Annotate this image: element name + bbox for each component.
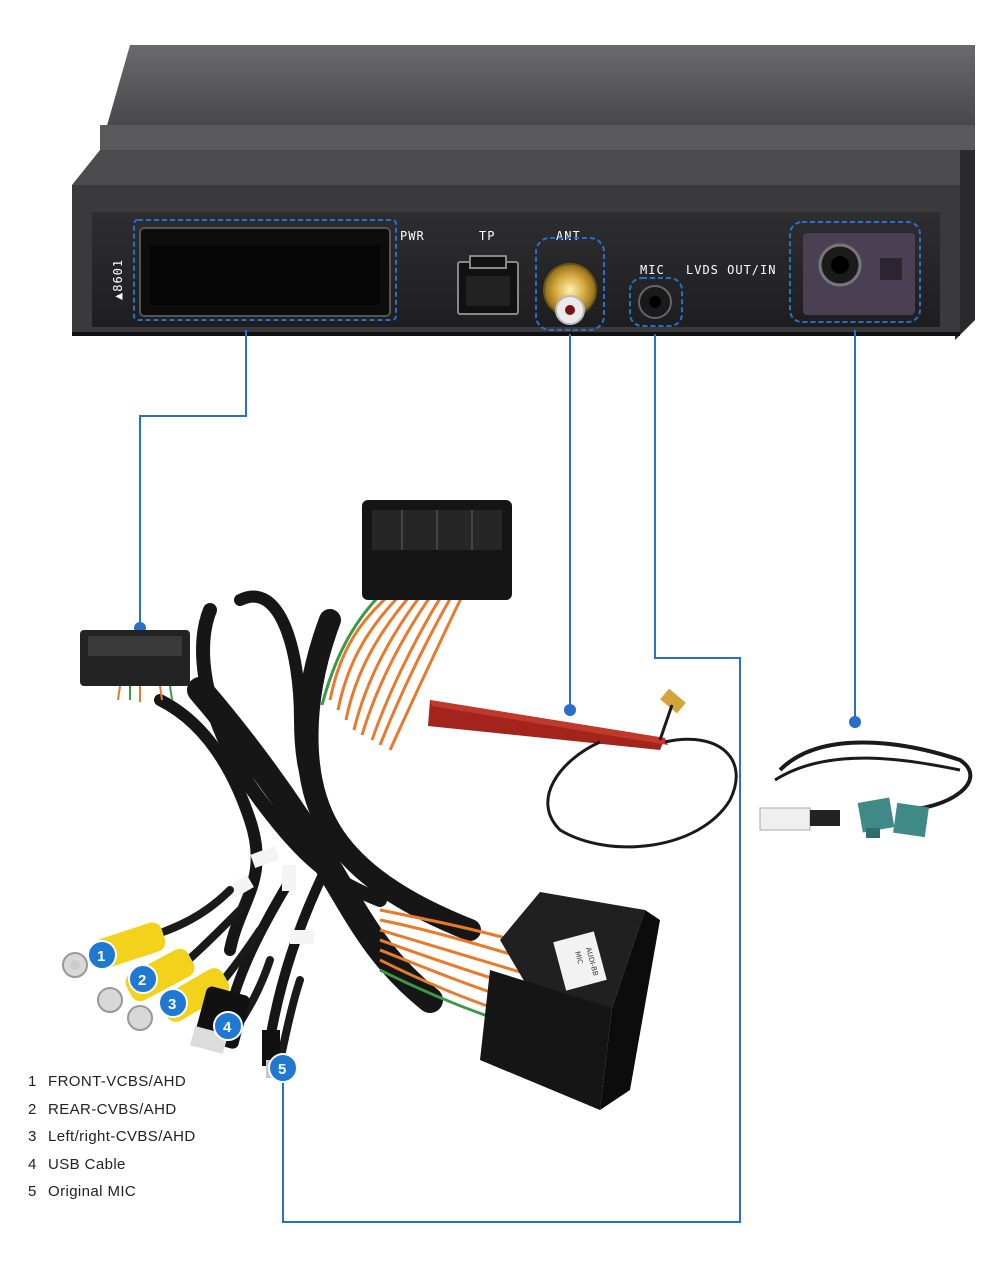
badge-3: 3 [158,988,188,1018]
svg-text:2: 2 [138,972,146,989]
ant-highlight-box [535,237,605,331]
lvds-port [803,233,915,315]
navigation-box-device: ▲8601 PWR TP ANT MIC LVDS OUT/IN [72,45,975,340]
lvds-callout-dot [849,716,861,728]
pwr-callout-line [139,330,247,630]
svg-text:5: 5 [278,1061,286,1078]
harness-connector-top [362,500,512,600]
mic-highlight-box [629,277,683,327]
ant-callout-dot [564,704,576,716]
pwr-highlight-box [133,219,397,321]
main-wiring-harness: AUDI-BB MIC [62,500,660,1110]
harness-tag-2: MIC [573,950,584,965]
callout-lines [139,330,856,1223]
model-number: ▲8601 [111,259,125,300]
ant-label: ANT [556,229,581,243]
badge-5: 5 [268,1053,298,1083]
mic-callout-line [282,334,741,1223]
antenna [428,688,738,849]
tp-label: TP [479,229,495,243]
badge-1: 1 [87,940,117,970]
lvds-label: LVDS OUT/IN [686,263,776,277]
harness-connector-right: AUDI-BB MIC [480,892,660,1110]
svg-text:1: 1 [97,948,105,965]
mic-label: MIC [640,263,665,277]
mic-jack [638,285,672,319]
svg-text:4: 4 [223,1019,232,1036]
badge-2: 2 [128,964,158,994]
lvds-highlight-box [789,221,921,323]
lvds-cable [759,740,973,838]
svg-text:3: 3 [168,996,176,1013]
badge-4: 4 [213,1011,243,1041]
harness-connector-left [80,630,190,702]
pwr-label: PWR [400,229,425,243]
ant-port [543,263,597,325]
